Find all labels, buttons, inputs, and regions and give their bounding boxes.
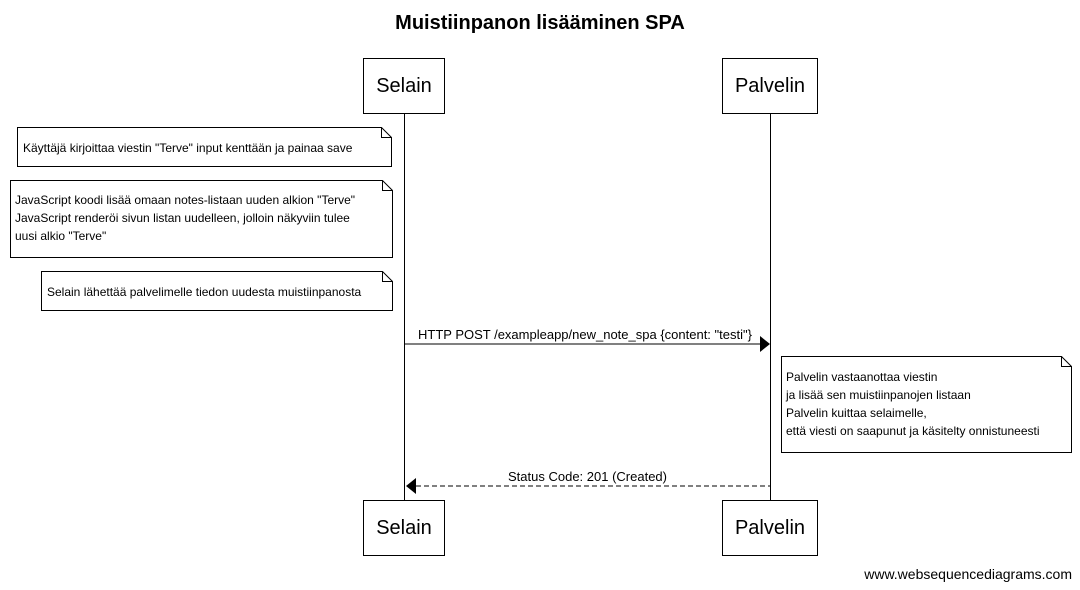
client-lifeline (404, 114, 405, 500)
note-line: Käyttäjä kirjoittaa viestin "Terve" inpu… (23, 141, 353, 155)
participant-server-bottom: Palvelin (722, 500, 818, 556)
note-line: Selain lähettää palvelimelle tiedon uude… (47, 285, 362, 299)
participant-client-top: Selain (363, 58, 445, 114)
note-line: Palvelin vastaanottaa viestin (786, 370, 938, 384)
participant-server-top: Palvelin (722, 58, 818, 114)
diagram-title: Muistiinpanon lisääminen SPA (395, 12, 685, 34)
note-line: ja lisää sen muistiinpanojen listaan (786, 388, 971, 402)
response-message-label: Status Code: 201 (Created) (508, 469, 667, 484)
response-arrow (406, 478, 770, 494)
note-line: JavaScript renderöi sivun listan uudelle… (15, 211, 350, 225)
note-user-input: Käyttäjä kirjoittaa viestin "Terve" inpu… (17, 127, 392, 167)
participant-client-bottom: Selain (363, 500, 445, 556)
participant-client-label: Selain (376, 74, 432, 97)
note-line: että viesti on saapunut ja käsitelty onn… (786, 424, 1040, 438)
participant-server-label: Palvelin (734, 74, 806, 97)
request-arrow (404, 336, 770, 352)
note-server-process: Palvelin vastaanottaa viestin ja lisää s… (781, 356, 1072, 453)
server-lifeline (770, 114, 771, 500)
note-js-render: JavaScript koodi lisää omaan notes-lista… (10, 180, 393, 258)
note-line: Palvelin kuittaa selaimelle, (786, 406, 927, 420)
note-line: JavaScript koodi lisää omaan notes-lista… (15, 193, 356, 207)
participant-server-label: Palvelin (734, 516, 806, 539)
footer-watermark: www.websequencediagrams.com (864, 566, 1072, 582)
note-send-to-server: Selain lähettää palvelimelle tiedon uude… (41, 271, 393, 311)
request-message-label: HTTP POST /exampleapp/new_note_spa {cont… (418, 327, 752, 342)
participant-client-label: Selain (376, 516, 432, 539)
note-line: uusi alkio "Terve" (15, 229, 107, 243)
